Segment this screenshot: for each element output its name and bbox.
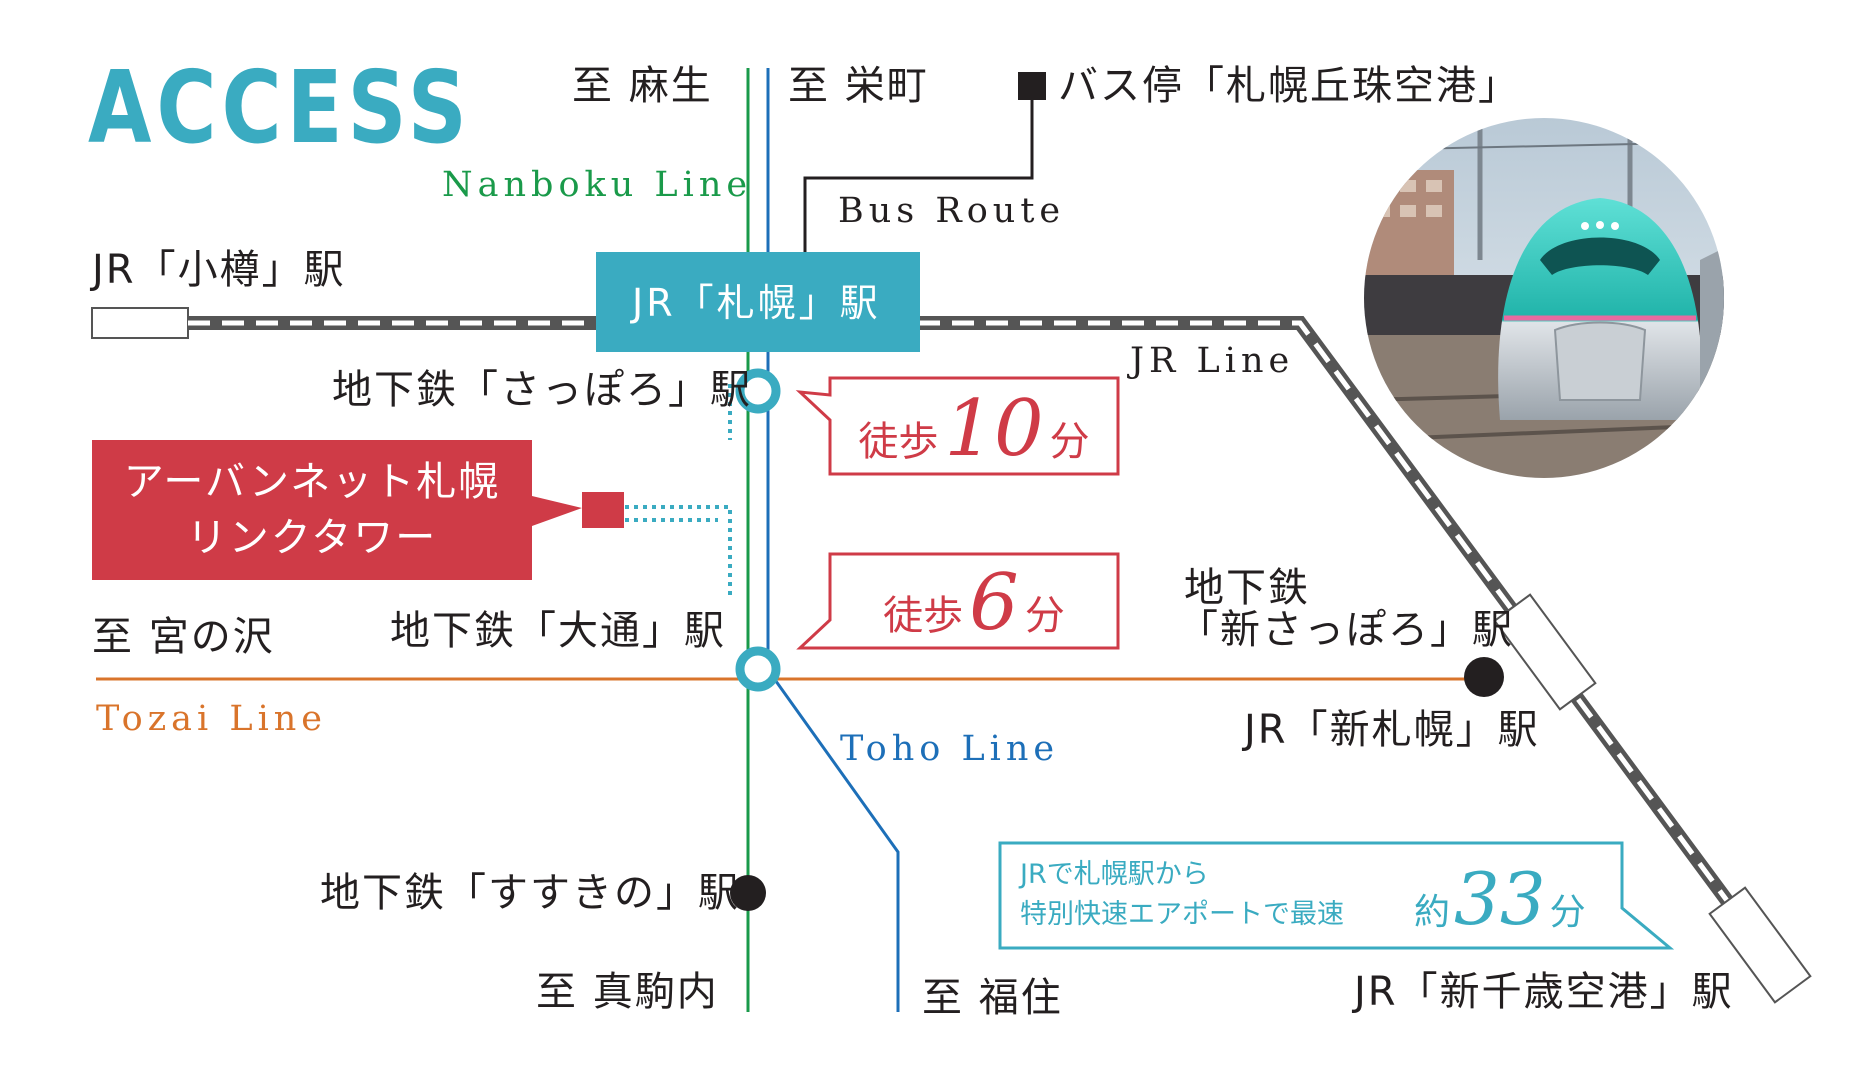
subway-shin-sapporo-label-line1: 地下鉄 (1184, 565, 1310, 611)
direction-fukuzumi: 至 福住 (922, 975, 1063, 1021)
jr-sapporo-station-box (596, 252, 920, 352)
jr-note-prefix: 約 (1414, 892, 1451, 933)
building-label-box: アーバンネット札幌 リンクタワー (92, 440, 532, 580)
direction-makomanai: 至 真駒内 (536, 969, 719, 1015)
subway-shin-sapporo-label-line2: 「新さっぽろ」駅 (1178, 607, 1514, 653)
jr-note-time: 約 33 分 (1414, 863, 1586, 935)
walk-sapporo-unit: 分 (1049, 419, 1090, 465)
bus-route-line (803, 85, 1034, 255)
walk-odori-minutes: 6 (969, 558, 1019, 648)
walk-odori-unit: 分 (1024, 593, 1065, 639)
subway-susukino-station-label: 地下鉄「すすきの」駅 (320, 870, 740, 916)
toho-line (766, 68, 900, 1012)
jr-shin-sapporo-station-label: JR「新札幌」駅 (1244, 707, 1540, 753)
building-name-line1: アーバンネット札幌 (123, 459, 501, 505)
bus-route-label: Bus Route (838, 191, 1066, 231)
subway-sapporo-station-label: 地下鉄「さっぽろ」駅 (332, 367, 752, 413)
jr-note-line1: JRで札幌駅から (1020, 859, 1209, 890)
direction-miyanosawa: 至 宮の沢 (92, 614, 275, 660)
tozai-line-label: Tozai Line (96, 699, 328, 739)
walk-sapporo-callout (795, 376, 1120, 476)
jr-sapporo-station-label: JR「札幌」駅 (632, 281, 881, 325)
direction-asabu: 至 麻生 (572, 63, 713, 109)
walk-time-odori: 徒歩 6 分 (832, 558, 1116, 648)
toho-line-label: Toho Line (840, 729, 1060, 769)
walk-sapporo-minutes: 10 (944, 384, 1044, 474)
subway-odori-ring (735, 646, 781, 692)
nanboku-line-label: Nanboku Line (442, 165, 753, 205)
shinkansen-train-photo (1364, 118, 1724, 478)
jr-note-line2: 特別快速エアポートで最速 (1020, 899, 1344, 930)
walk-odori-callout (796, 552, 1120, 650)
walk-sapporo-prefix: 徒歩 (858, 419, 939, 465)
walk-odori-prefix: 徒歩 (883, 593, 964, 639)
subway-sapporo-ring (735, 368, 781, 414)
jr-new-chitose-station-label: JR「新千歳空港」駅 (1354, 969, 1734, 1015)
walk-time-sapporo: 徒歩 10 分 (832, 384, 1116, 474)
jr-note-callout (998, 841, 1675, 950)
jr-shin-sapporo-station-box (1493, 593, 1597, 711)
jr-note-minutes: 33 (1454, 857, 1546, 941)
subway-susukino-dot (730, 875, 766, 911)
jr-otaru-station-label: JR「小樽」駅 (92, 247, 346, 293)
jr-line-label: JR Line (1130, 341, 1295, 381)
bus-stop-label: バス停「札幌丘珠空港」 (1058, 63, 1520, 109)
page-title: ACCESS (88, 49, 472, 166)
bus-stop-marker (1018, 72, 1046, 100)
jr-otaru-station-box (91, 307, 189, 339)
jr-travel-note: JRで札幌駅から 特別快速エアポートで最速 約 33 分 (1000, 843, 1586, 947)
building-marker (582, 492, 624, 528)
direction-sakaemachi: 至 栄町 (788, 63, 929, 109)
jr-note-unit: 分 (1549, 892, 1586, 933)
walking-path (625, 505, 732, 595)
subway-shin-sapporo-dot (1464, 657, 1504, 697)
subway-odori-station-label: 地下鉄「大通」駅 (390, 608, 726, 654)
jr-new-chitose-station-box (1708, 886, 1812, 1004)
building-name-line2: リンクタワー (186, 515, 438, 561)
